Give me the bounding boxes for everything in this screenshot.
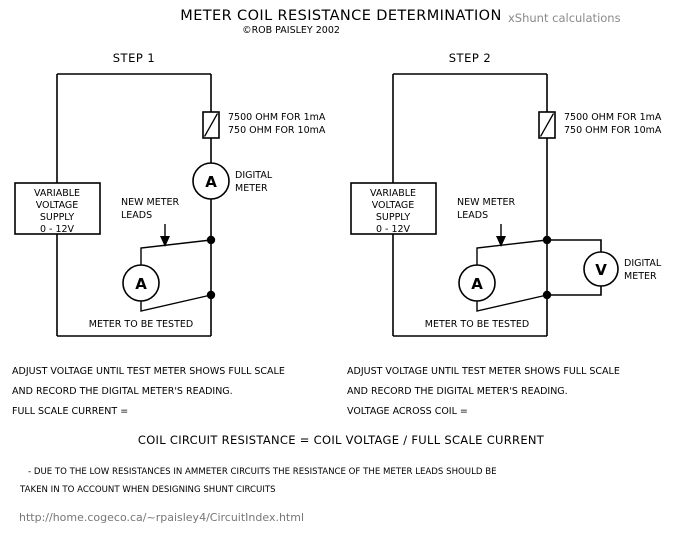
step1-supply-line2: VOLTAGE [36, 200, 79, 211]
step2-instruction-1: ADJUST VOLTAGE UNTIL TEST METER SHOWS FU… [347, 366, 620, 377]
step2-instruction-2: AND RECORD THE DIGITAL METER'S READING. [347, 386, 568, 397]
step2-test-meter-caption: METER TO BE TESTED [425, 319, 529, 330]
step1-supply-line3: SUPPLY [40, 212, 74, 223]
step1-digital-meter-label-line1: DIGITAL [235, 170, 273, 181]
step1-resistor-label-line2: 750 OHM FOR 10mA [228, 125, 326, 136]
step1-lead-upper [140, 239, 212, 265]
step1-supply-box [14, 182, 101, 235]
step2-leads-arrow-icon [496, 224, 506, 247]
footnote-line-1: - DUE TO THE LOW RESISTANCES IN AMMETER … [28, 467, 497, 477]
step2-supply-line3: SUPPLY [376, 212, 410, 223]
step2-digital-meter-label-line2: METER [624, 271, 657, 282]
step1-digital-meter-label-line2: METER [235, 183, 268, 194]
page-title: METER COIL RESISTANCE DETERMINATION [180, 8, 501, 24]
corner-note: xShunt calculations [508, 11, 621, 25]
step1-leads-label-line1: NEW METER [121, 197, 180, 208]
step1-test-meter-glyph: A [135, 275, 147, 293]
step1-instruction-2: AND RECORD THE DIGITAL METER'S READING. [12, 386, 233, 397]
copyright-credit: ©ROB PAISLEY 2002 [242, 25, 340, 36]
step2-leads-label-line2: LEADS [457, 210, 488, 221]
step1-instruction-3: FULL SCALE CURRENT = [12, 406, 128, 417]
source-url-link[interactable]: http://home.cogeco.ca/~rpaisley4/Circuit… [19, 511, 304, 524]
step2-lead-upper [476, 239, 548, 265]
step2-supply-line4: 0 - 12V [376, 224, 411, 235]
step1-resistor-label-line1: 7500 OHM FOR 1mA [228, 112, 326, 123]
step1-lead-lower [140, 294, 212, 312]
step1-test-meter-caption: METER TO BE TESTED [89, 319, 193, 330]
step1-digital-meter-glyph: A [205, 173, 217, 191]
step1-test-meter-symbol: A [122, 264, 160, 302]
step2-instruction-3: VOLTAGE ACROSS COIL = [347, 406, 468, 417]
step1-leads-label-line2: LEADS [121, 210, 152, 221]
step2-resistor-label-line2: 750 OHM FOR 10mA [564, 125, 662, 136]
step2-digital-meter-glyph: V [595, 261, 607, 279]
step2-heading: STEP 2 [449, 51, 492, 65]
step2-test-meter-symbol: A [458, 264, 496, 302]
step2-digital-meter-symbol: V [583, 251, 619, 287]
step2-supply-box [350, 182, 437, 235]
step2-resistor-symbol [538, 111, 556, 139]
step1-node-upper [206, 235, 216, 245]
step1-resistor-symbol [202, 111, 220, 139]
step2-supply-line1: VARIABLE [370, 188, 416, 199]
footnote-line-2: TAKEN IN TO ACCOUNT WHEN DESIGNING SHUNT… [19, 485, 276, 495]
step2-test-meter-glyph: A [471, 275, 483, 293]
step2-digital-meter-label-line1: DIGITAL [624, 258, 662, 269]
step2-voltmeter-branch-lower [547, 286, 602, 296]
step1-supply-line4: 0 - 12V [40, 224, 75, 235]
step1-digital-meter-symbol: A [192, 162, 230, 200]
result-formula: COIL CIRCUIT RESISTANCE = COIL VOLTAGE /… [138, 433, 545, 447]
step2-resistor-label-line1: 7500 OHM FOR 1mA [564, 112, 662, 123]
step1-supply-line1: VARIABLE [34, 188, 80, 199]
step2-voltmeter-branch-upper [547, 239, 602, 252]
step2-supply-line2: VOLTAGE [372, 200, 415, 211]
step1-instruction-1: ADJUST VOLTAGE UNTIL TEST METER SHOWS FU… [12, 366, 285, 377]
step2-lead-lower [476, 294, 548, 312]
step2-leads-label-line1: NEW METER [457, 197, 516, 208]
step1-heading: STEP 1 [113, 51, 156, 65]
step1-node-lower [206, 290, 216, 300]
step1-leads-arrow-icon [160, 224, 170, 247]
